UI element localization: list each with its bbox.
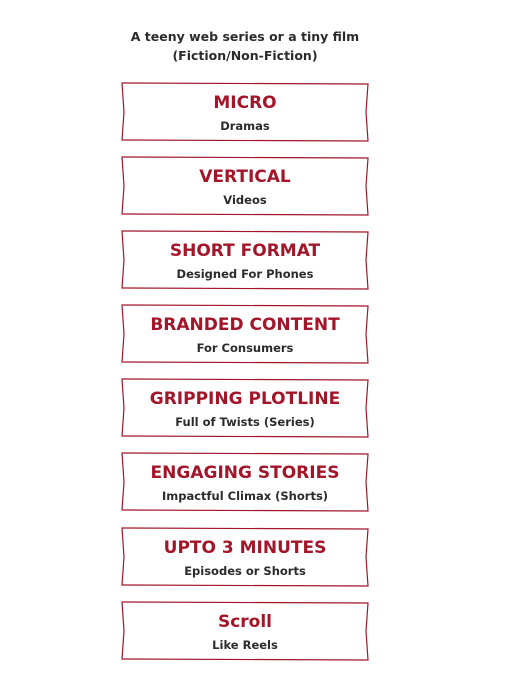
card-subtitle: Like Reels bbox=[212, 638, 278, 652]
card-subtitle: Dramas bbox=[220, 119, 270, 133]
card-subtitle: Designed For Phones bbox=[176, 267, 314, 281]
card-frame bbox=[121, 601, 369, 661]
card-subtitle: Episodes or Shorts bbox=[184, 564, 306, 578]
card-title: Scroll bbox=[217, 612, 273, 632]
intro-text: A teeny web series or a tiny film (Ficti… bbox=[0, 27, 490, 65]
card-frame bbox=[121, 452, 369, 512]
feature-card-short-format: SHORT FORMAT Designed For Phones bbox=[121, 230, 369, 290]
card-title: SHORT FORMAT bbox=[169, 241, 321, 261]
card-frame bbox=[121, 82, 369, 142]
card-title: BRANDED CONTENT bbox=[150, 315, 340, 335]
card-title: GRIPPING PLOTLINE bbox=[149, 389, 341, 409]
card-subtitle: Impactful Climax (Shorts) bbox=[161, 489, 329, 503]
card-frame bbox=[121, 230, 369, 290]
card-title: ENGAGING STORIES bbox=[150, 463, 340, 483]
card-frame bbox=[121, 304, 369, 364]
card-frame bbox=[121, 527, 369, 587]
feature-card-upto-3-minutes: UPTO 3 MINUTES Episodes or Shorts bbox=[121, 527, 369, 587]
feature-card-gripping-plotline: GRIPPING PLOTLINE Full of Twists (Series… bbox=[121, 378, 369, 438]
card-subtitle: Videos bbox=[223, 193, 267, 207]
card-subtitle: Full of Twists (Series) bbox=[175, 415, 315, 429]
feature-card-vertical: VERTICAL Videos bbox=[121, 156, 369, 216]
card-title: VERTICAL bbox=[199, 167, 291, 187]
card-frame bbox=[121, 378, 369, 438]
card-frame bbox=[121, 156, 369, 216]
feature-card-engaging-stories: ENGAGING STORIES Impactful Climax (Short… bbox=[121, 452, 369, 512]
intro-line-2: (Fiction/Non-Fiction) bbox=[172, 48, 318, 63]
feature-card-branded-content: BRANDED CONTENT For Consumers bbox=[121, 304, 369, 364]
feature-card-scroll: Scroll Like Reels bbox=[121, 601, 369, 661]
feature-card-micro: MICRO Dramas bbox=[121, 82, 369, 142]
intro-line-1: A teeny web series or a tiny film bbox=[130, 29, 360, 44]
card-title: MICRO bbox=[213, 93, 277, 113]
card-title: UPTO 3 MINUTES bbox=[163, 538, 327, 558]
card-subtitle: For Consumers bbox=[196, 341, 294, 355]
